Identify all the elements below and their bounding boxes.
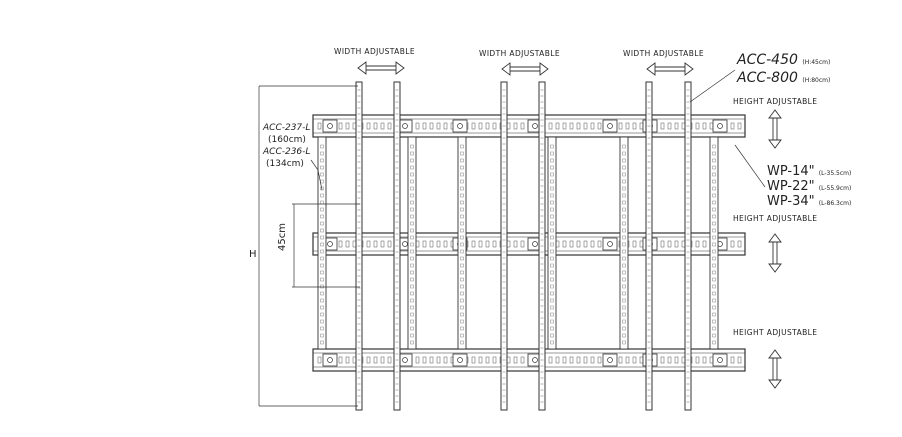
height-adjustable-label-1: HEIGHT ADJUSTABLE [733,97,818,106]
rail-clamp [712,353,728,367]
rail-clamp [602,353,618,367]
acc-450-label: ACC-450 (H:45cm) [737,52,831,68]
wp-34-label: WP-34" (L-86.3cm) [767,194,852,209]
vertical-uprights [317,81,719,411]
height-arrow [768,109,782,149]
acc-236-name: ACC-236-L [263,147,311,157]
vertical-upright [500,81,508,411]
acc-237-size: (160cm) [268,135,306,145]
rail-clamp [452,353,468,367]
dim-h-label: H [249,249,257,260]
rail-clamp [602,237,618,251]
wp-leader [734,144,766,188]
height-arrow [768,349,782,389]
vertical-upright [645,81,653,411]
vertical-upright [393,81,401,411]
adjust-arrows [357,61,782,389]
acc-236-size: (134cm) [266,159,304,169]
acc-leader [310,159,323,191]
rail-clamp [322,353,338,367]
inner-frame-post [547,136,557,350]
horizontal-rail [312,232,746,256]
width-adjustable-label-3: WIDTH ADJUSTABLE [623,49,704,58]
width-adjustable-label-2: WIDTH ADJUSTABLE [479,49,560,58]
dimension-lines [258,69,766,407]
acc-450-leader [689,69,736,103]
wp-22-label: WP-22" (L-55.9cm) [767,179,852,194]
horizontal-rail [312,348,746,372]
inner-frame-post [709,136,719,350]
height-adjustable-label-3: HEIGHT ADJUSTABLE [733,328,818,337]
width-adjustable-label-1: WIDTH ADJUSTABLE [334,47,415,56]
acc-800-label: ACC-800 (H:80cm) [737,70,831,86]
dim-45cm-label: 45cm [277,223,288,251]
wp-14-label: WP-14" (L-35.5cm) [767,164,852,179]
horizontal-rails [312,114,746,372]
vertical-upright [538,81,546,411]
height-arrow [768,233,782,273]
width-arrow [646,62,694,76]
acc-237-name: ACC-237-L [263,123,311,133]
rail-clamp [322,119,338,133]
rail-clamp [712,119,728,133]
rail-clamp [452,119,468,133]
inner-frame-post [317,136,327,350]
width-arrow [357,61,405,75]
inner-frame-post [619,136,629,350]
vertical-upright [684,81,692,411]
inner-frame-post [407,136,417,350]
horizontal-rail [312,114,746,138]
vertical-upright [355,81,363,411]
inner-frame-post [457,136,467,350]
width-arrow [501,62,549,76]
height-adjustable-label-2: HEIGHT ADJUSTABLE [733,214,818,223]
rail-clamp [602,119,618,133]
